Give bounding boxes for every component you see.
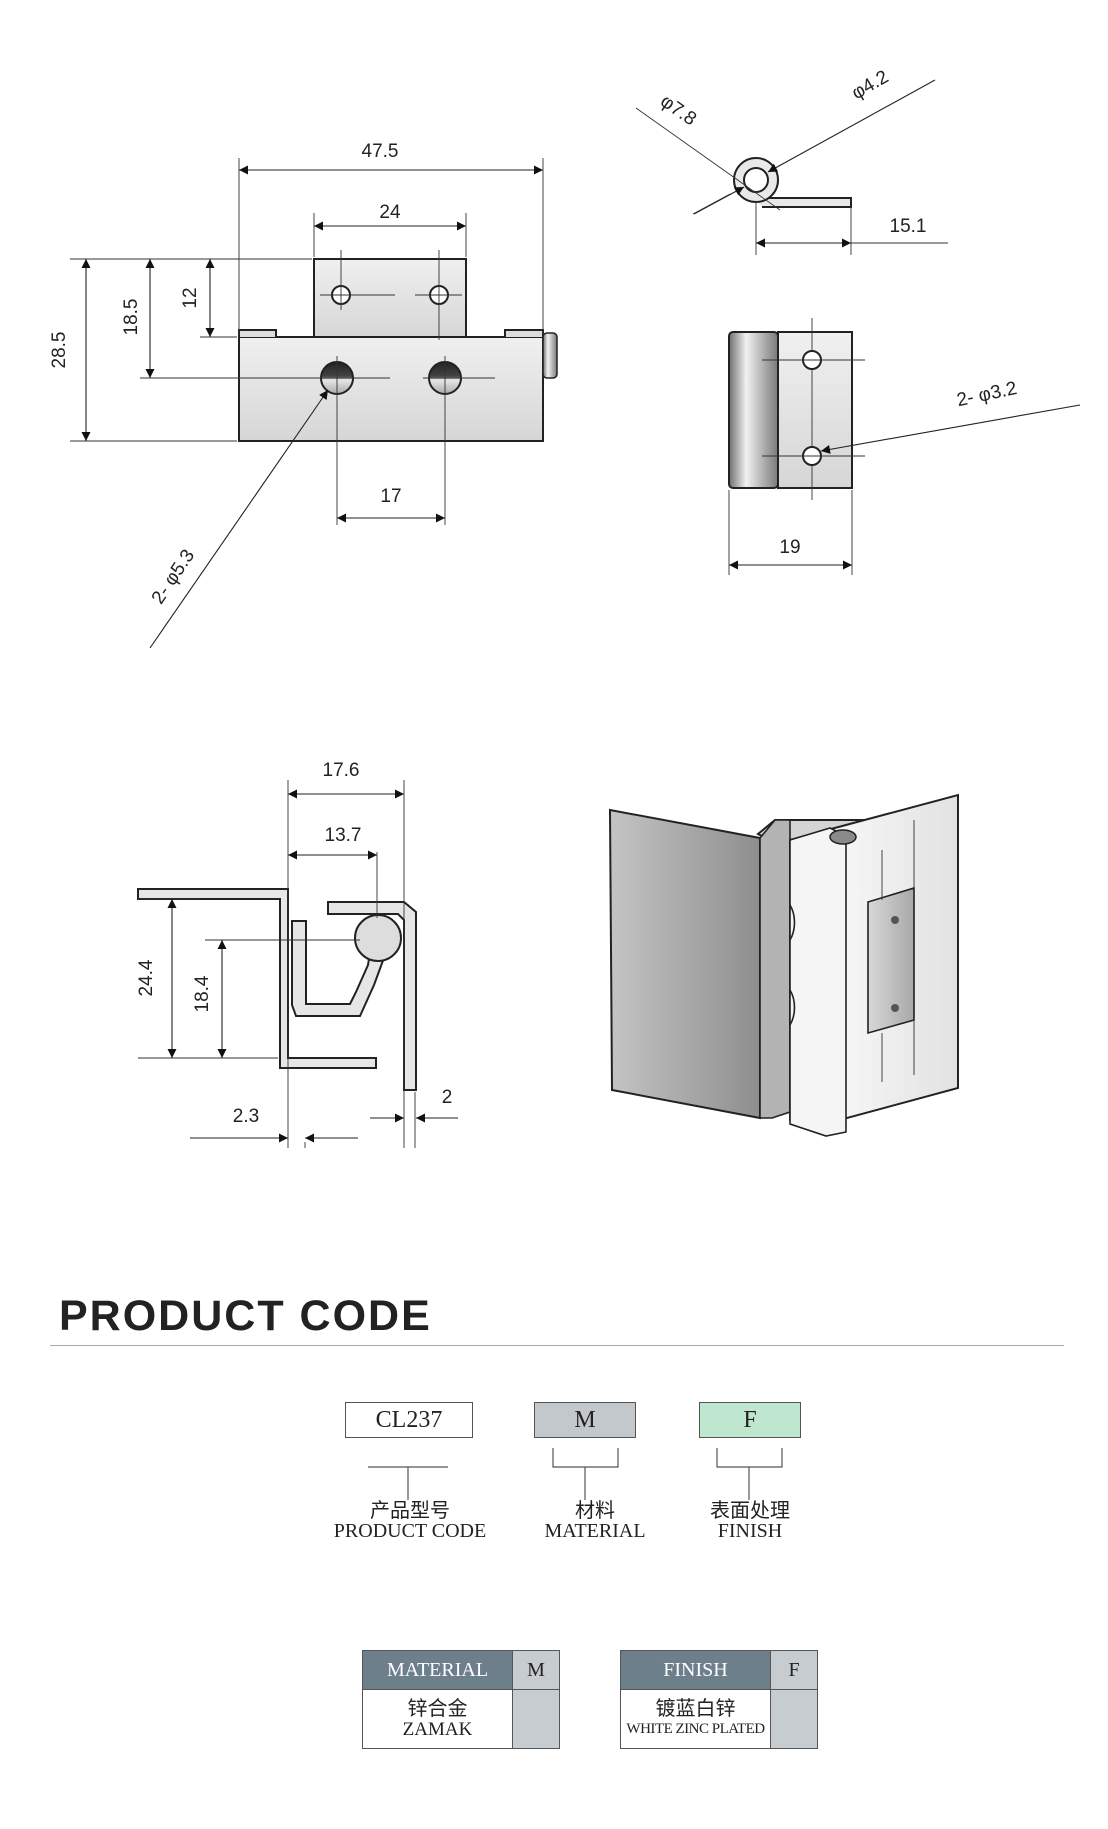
caption-product-code: 产品型号 PRODUCT CODE xyxy=(333,1498,487,1542)
iso-tab xyxy=(867,886,915,1035)
product-code-title: PRODUCT CODE xyxy=(59,1292,432,1340)
code-box-product: CL237 xyxy=(345,1402,473,1438)
side-view: 2- φ3.2 19 xyxy=(728,318,1081,575)
material-table: MATERIAL M 锌合金 ZAMAK xyxy=(362,1650,560,1749)
finish-row-white-zinc: 镀蓝白锌 WHITE ZINC PLATED xyxy=(620,1689,771,1749)
finish-row-code xyxy=(770,1689,818,1749)
dim-width-leaf: 24 xyxy=(379,202,401,223)
iso-left-plate xyxy=(608,808,761,1120)
dim-thickness-right: 2 xyxy=(442,1087,453,1108)
finish-table-code-header: F xyxy=(770,1650,818,1690)
code-brackets xyxy=(368,1448,783,1500)
hinge-body xyxy=(238,336,544,442)
dim-width-total: 47.5 xyxy=(362,141,399,162)
dim-hole-note-front: 2- φ5.3 xyxy=(148,546,199,608)
pin-knob xyxy=(542,332,558,379)
top-view-leaf xyxy=(754,197,852,208)
dim-height-total: 28.5 xyxy=(49,332,70,369)
iso-pin-top xyxy=(829,829,857,845)
finish-table-header: FINISH xyxy=(620,1650,771,1690)
dim-height-leaf: 12 xyxy=(180,287,201,308)
section-divider xyxy=(50,1345,1064,1346)
isometric-view xyxy=(608,793,959,1137)
dim-pin-diameter: φ4.2 xyxy=(848,66,892,104)
dim-section-height-inner: 18.4 xyxy=(192,975,213,1012)
dim-side-width: 19 xyxy=(779,537,800,558)
caption-material: 材料 MATERIAL xyxy=(544,1498,646,1542)
material-row-zamak: 锌合金 ZAMAK xyxy=(362,1689,513,1749)
dim-height-hole-row: 18.5 xyxy=(121,299,142,336)
caption-finish: 表面处理 FINISH xyxy=(710,1498,790,1542)
code-box-finish: F xyxy=(699,1402,801,1438)
section-profile-outer xyxy=(137,888,377,1069)
iso-tab-hole-bottom xyxy=(891,1004,899,1012)
dim-section-width-outer: 17.6 xyxy=(323,760,360,781)
code-box-material: M xyxy=(534,1402,636,1438)
finish-table: FINISH F 镀蓝白锌 WHITE ZINC PLATED xyxy=(620,1650,818,1749)
material-table-code-header: M xyxy=(512,1650,560,1690)
iso-knuckle xyxy=(789,827,847,1137)
iso-frame-back xyxy=(759,819,791,1119)
technical-drawing: 47.5 24 28.5 18.5 12 17 2- φ5.3 φ7.8 φ4.… xyxy=(49,66,1081,1148)
material-table-header: MATERIAL xyxy=(362,1650,513,1690)
dim-thickness-left: 2.3 xyxy=(233,1106,259,1127)
iso-tab-hole-top xyxy=(891,916,899,924)
dim-outer-diameter: φ7.8 xyxy=(656,91,700,130)
dim-section-height-outer: 24.4 xyxy=(136,959,157,996)
section-view: 17.6 13.7 24.4 18.4 2.3 2 xyxy=(136,760,458,1148)
side-view-knuckle xyxy=(728,331,779,489)
top-view-pin xyxy=(743,167,769,193)
section-pin xyxy=(354,914,402,962)
dim-hole-note-side: 2- φ3.2 xyxy=(955,378,1019,411)
front-view: 47.5 24 28.5 18.5 12 17 2- φ5.3 xyxy=(49,141,558,649)
material-row-code xyxy=(512,1689,560,1749)
top-view: φ7.8 φ4.2 15.1 xyxy=(635,66,948,255)
dim-section-width-inner: 13.7 xyxy=(325,825,362,846)
dim-hole-pitch: 17 xyxy=(380,486,401,507)
dim-leaf-length: 15.1 xyxy=(890,216,927,237)
